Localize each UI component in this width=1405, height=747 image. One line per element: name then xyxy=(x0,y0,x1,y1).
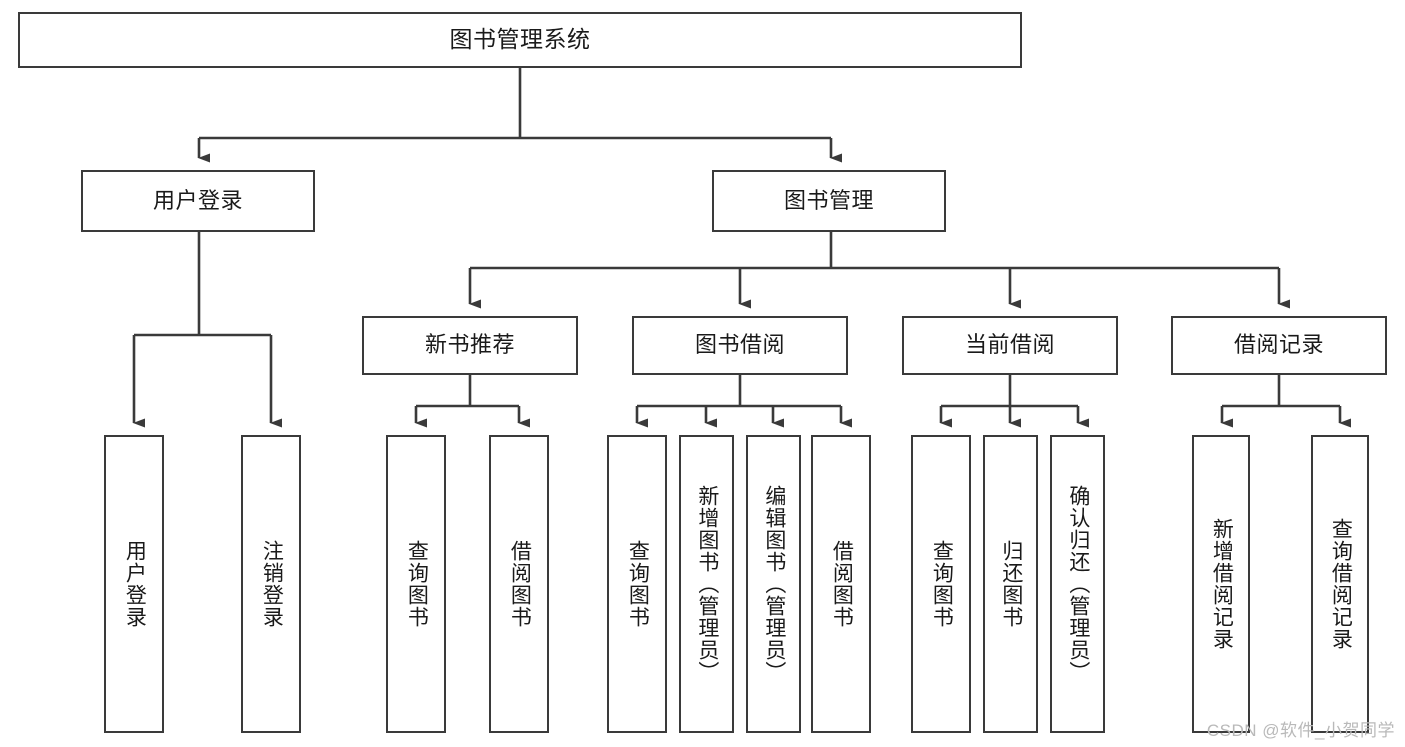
node-label: 图书管理 xyxy=(783,187,874,213)
node-new-book-recommend[interactable]: 新书推荐 xyxy=(362,316,578,375)
leaf-record-query-record[interactable]: 查询借阅记录 xyxy=(1311,435,1369,733)
leaf-user-login-signout[interactable]: 注销登录 xyxy=(241,435,301,733)
leaf-current-query-book[interactable]: 查询图书 xyxy=(911,435,971,733)
leaf-record-add-record[interactable]: 新增借阅记录 xyxy=(1192,435,1250,733)
leaf-borrow-add-book-admin[interactable]: 新增图书（管理员） xyxy=(679,435,734,733)
node-label: 借阅图书 xyxy=(508,540,532,628)
leaf-user-login-signin[interactable]: 用户登录 xyxy=(104,435,164,733)
node-label: 借阅记录 xyxy=(1233,332,1324,358)
node-label: 归还图书 xyxy=(999,540,1023,628)
leaf-current-return-book[interactable]: 归还图书 xyxy=(983,435,1038,733)
node-label: 查询借阅记录 xyxy=(1329,518,1353,650)
node-label: 用户登录 xyxy=(152,187,243,213)
node-root-system[interactable]: 图书管理系统 xyxy=(18,12,1022,68)
node-book-management[interactable]: 图书管理 xyxy=(712,170,946,232)
node-label: 新增图书（管理员） xyxy=(695,485,719,683)
node-label: 新书推荐 xyxy=(424,332,515,358)
node-borrow-record[interactable]: 借阅记录 xyxy=(1171,316,1387,375)
node-label: 新增借阅记录 xyxy=(1210,518,1234,650)
leaf-borrow-edit-book-admin[interactable]: 编辑图书（管理员） xyxy=(746,435,801,733)
leaf-recommend-borrow-book[interactable]: 借阅图书 xyxy=(489,435,549,733)
node-label: 当前借阅 xyxy=(964,332,1055,358)
node-label: 借阅图书 xyxy=(830,540,854,628)
node-label: 查询图书 xyxy=(930,540,954,628)
node-book-borrow[interactable]: 图书借阅 xyxy=(632,316,848,375)
node-label: 图书管理系统 xyxy=(449,26,591,53)
node-label: 图书借阅 xyxy=(694,332,785,358)
leaf-current-confirm-return-admin[interactable]: 确认归还（管理员） xyxy=(1050,435,1105,733)
node-user-login[interactable]: 用户登录 xyxy=(81,170,315,232)
node-current-borrow[interactable]: 当前借阅 xyxy=(902,316,1118,375)
node-label: 注销登录 xyxy=(260,540,284,628)
leaf-borrow-query-book[interactable]: 查询图书 xyxy=(607,435,667,733)
leaf-borrow-borrow-book[interactable]: 借阅图书 xyxy=(811,435,871,733)
node-label: 查询图书 xyxy=(405,540,429,628)
node-label: 查询图书 xyxy=(626,540,650,628)
node-label: 编辑图书（管理员） xyxy=(762,485,786,683)
node-label: 用户登录 xyxy=(123,540,147,628)
node-label: 确认归还（管理员） xyxy=(1066,485,1090,683)
leaf-recommend-query-book[interactable]: 查询图书 xyxy=(386,435,446,733)
csdn-watermark: CSDN @软件_小贺同学 xyxy=(1206,721,1395,740)
